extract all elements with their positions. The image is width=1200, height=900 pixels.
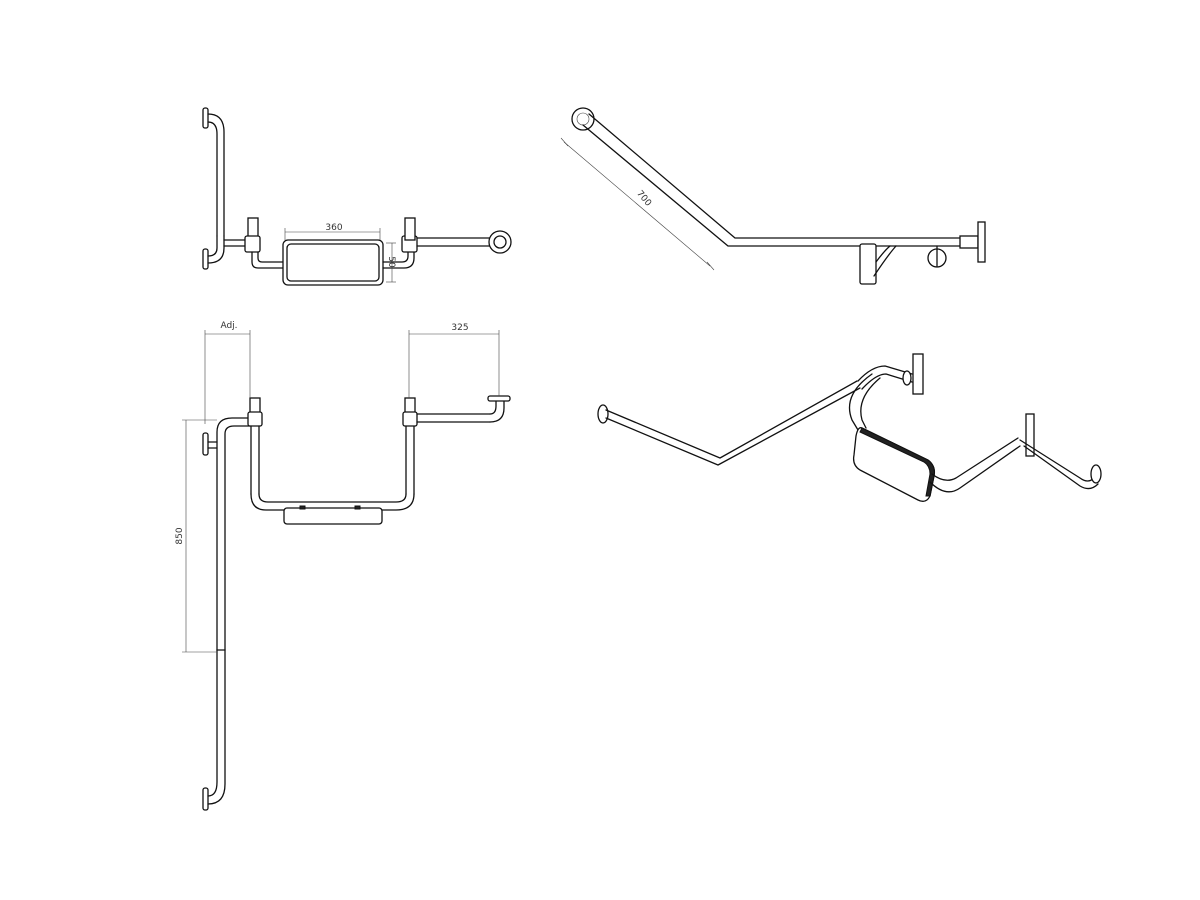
seat-pad [852,427,936,502]
grab-rail [207,121,218,237]
wall-flange-icon [202,432,209,456]
seat-pad [283,507,383,525]
bracket-right [404,217,416,241]
wall-flange-icon [202,787,209,811]
wall-plate [977,221,986,263]
wall-flange-icon [487,395,511,402]
wall-plate [912,353,924,395]
plan-view: 360 50 [202,107,512,286]
angled-view: 700 [560,107,986,285]
dim-arm-projection: 325 [451,323,468,333]
dim-seat-width: 360 [325,223,342,233]
wall-flange-icon [1090,464,1102,484]
wall-flange-icon [202,107,209,129]
wall-plate [1025,413,1035,457]
grab-rail [207,113,225,237]
front-elevation: Adj. 325 850 [175,321,511,811]
seat-pad [859,243,877,285]
dim-angle-length: 700 [634,189,653,209]
wall-flange-icon [597,404,609,424]
grab-rail [216,417,251,651]
dim-height: 850 [175,527,185,544]
dim-seat-height: 50 [386,256,396,268]
wall-flange-icon [202,248,209,270]
dim-adjustable: Adj. [220,321,237,331]
wall-flange-icon [571,107,595,131]
isometric-view [597,353,1102,502]
